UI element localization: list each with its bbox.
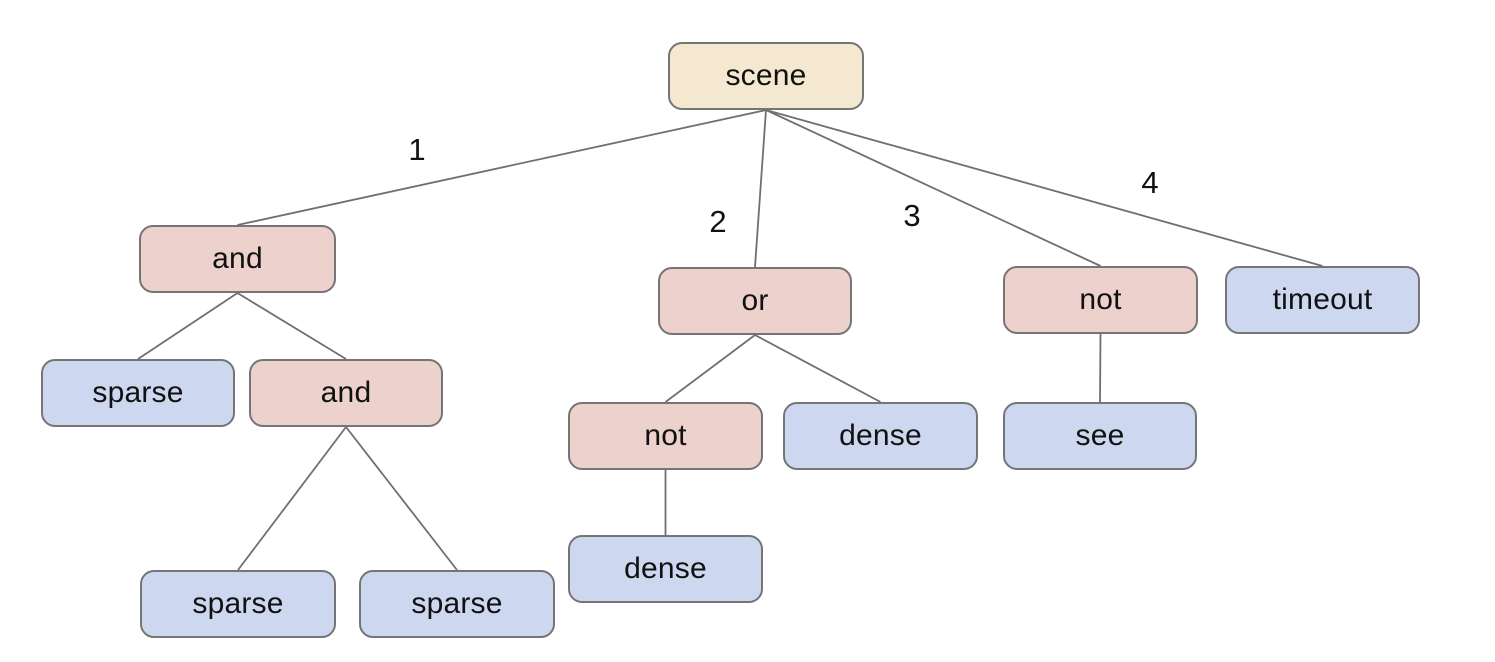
tree-node-and-2: and [249, 359, 443, 427]
tree-node-sparse-1: sparse [41, 359, 235, 427]
tree-node-label: sparse [192, 587, 284, 620]
edge-line-and-1-sparse-1 [137, 292, 238, 360]
tree-node-timeout: timeout [1225, 266, 1420, 334]
edge-line-and-1-and-2 [237, 292, 347, 360]
tree-node-label: or [741, 284, 769, 317]
edge-line-or-1-dense-1 [754, 334, 881, 403]
tree-node-label: not [644, 419, 687, 452]
edge-label-2: 2 [709, 204, 727, 239]
tree-node-label: see [1075, 419, 1125, 452]
edge-line-scene-or-1 [754, 109, 767, 268]
tree-node-or-1: or [658, 267, 852, 335]
tree-node-scene: scene [668, 42, 864, 110]
tree-node-label: sparse [411, 587, 503, 620]
tree-node-label: dense [624, 552, 707, 585]
tree-node-label: scene [725, 59, 807, 92]
edge-line-and-2-sparse-3 [345, 426, 458, 571]
tree-node-label: not [1079, 283, 1122, 316]
edge-line-scene-timeout [765, 109, 1323, 267]
edge-line-not-1-see [1099, 333, 1102, 403]
edge-label-3: 3 [903, 198, 921, 233]
edge-line-scene-not-1 [765, 109, 1101, 267]
edge-label-1: 1 [408, 132, 426, 167]
tree-node-not-1: not [1003, 266, 1198, 334]
tree-node-label: sparse [92, 376, 184, 409]
tree-node-see: see [1003, 402, 1197, 470]
tree-node-label: dense [839, 419, 922, 452]
edge-line-and-2-sparse-2 [237, 426, 347, 571]
tree-node-label: timeout [1272, 283, 1373, 316]
tree-node-not-2: not [568, 402, 763, 470]
edge-label-4: 4 [1141, 165, 1159, 200]
edge-line-or-1-not-2 [664, 334, 756, 403]
tree-node-label: and [212, 242, 263, 275]
tree-node-dense-2: dense [568, 535, 763, 603]
tree-node-sparse-3: sparse [359, 570, 555, 638]
edge-line-scene-and-1 [237, 109, 767, 226]
tree-node-label: and [320, 376, 372, 409]
tree-node-sparse-2: sparse [140, 570, 336, 638]
tree-node-and-1: and [139, 225, 336, 293]
tree-node-dense-1: dense [783, 402, 978, 470]
